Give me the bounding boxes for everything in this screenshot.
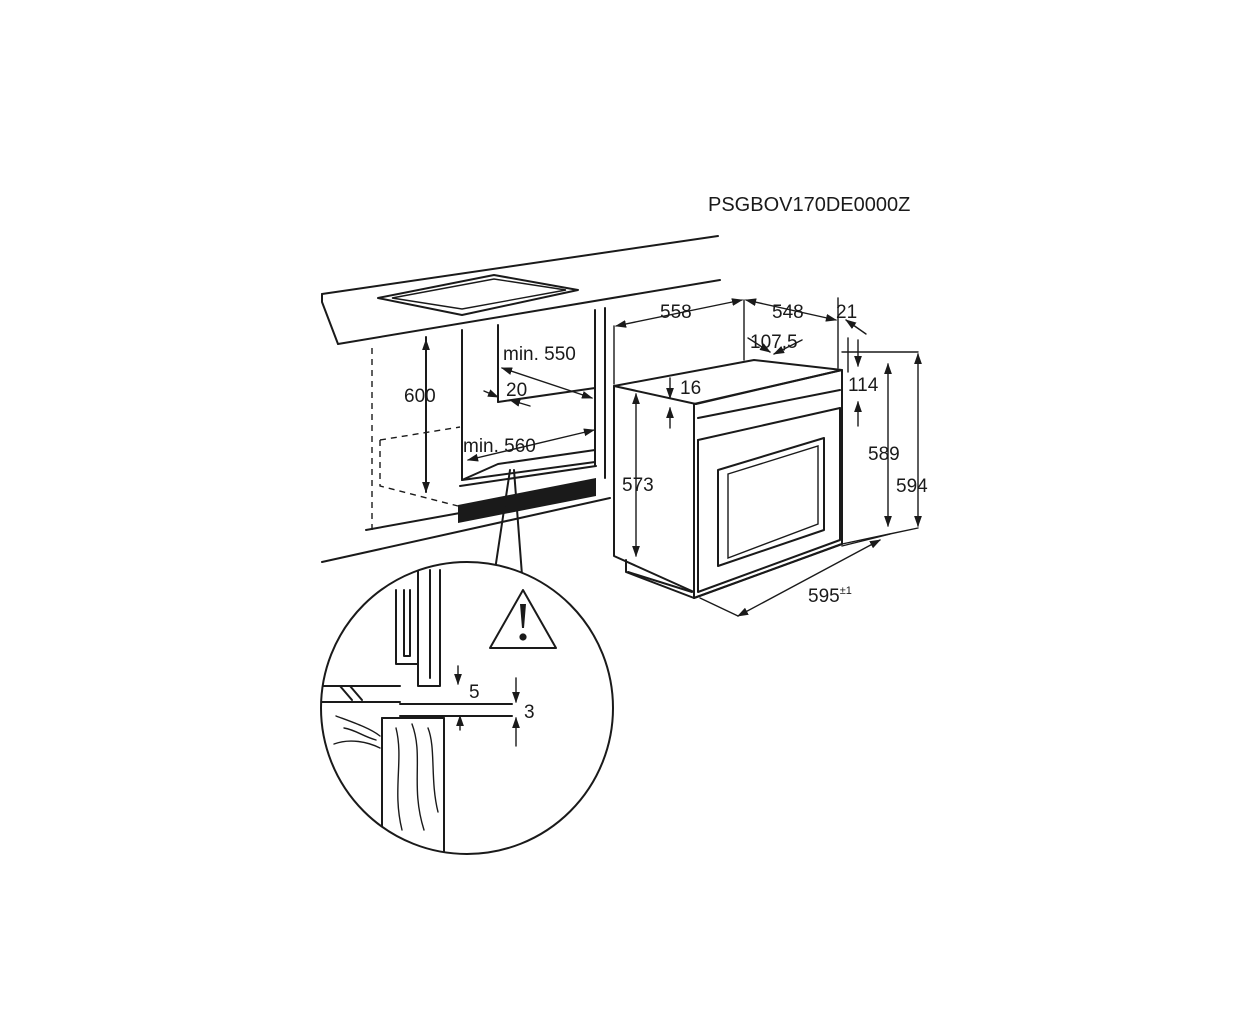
dim-573: 573 (622, 475, 654, 496)
dim-16: 16 (680, 378, 701, 399)
dim-21: 21 (836, 302, 857, 323)
dim-595: 595±1 (808, 585, 852, 607)
cabinet-dimensions: 600 min. 550 20 min. 560 (404, 338, 596, 576)
dim-594: 594 (896, 476, 928, 497)
oven-dimensions: 558 548 21 107,5 16 114 573 589 594 595±… (613, 297, 928, 617)
dim-600: 600 (404, 386, 436, 407)
dim-107-5: 107,5 (750, 332, 798, 353)
model-code: PSGBOV170DE0000Z (708, 194, 910, 216)
dim-558: 558 (660, 302, 692, 323)
dim-5: 5 (469, 682, 480, 703)
dim-548: 548 (772, 302, 804, 323)
dim-20: 20 (506, 380, 527, 401)
dim-589: 589 (868, 444, 900, 465)
warning-triangle-icon (489, 589, 557, 649)
dim-3: 3 (524, 702, 535, 723)
detail-circle: 5 3 (320, 561, 614, 855)
dim-min-560: min. 560 (463, 436, 536, 457)
dim-114: 114 (848, 375, 879, 396)
dim-min-550: min. 550 (503, 344, 576, 365)
